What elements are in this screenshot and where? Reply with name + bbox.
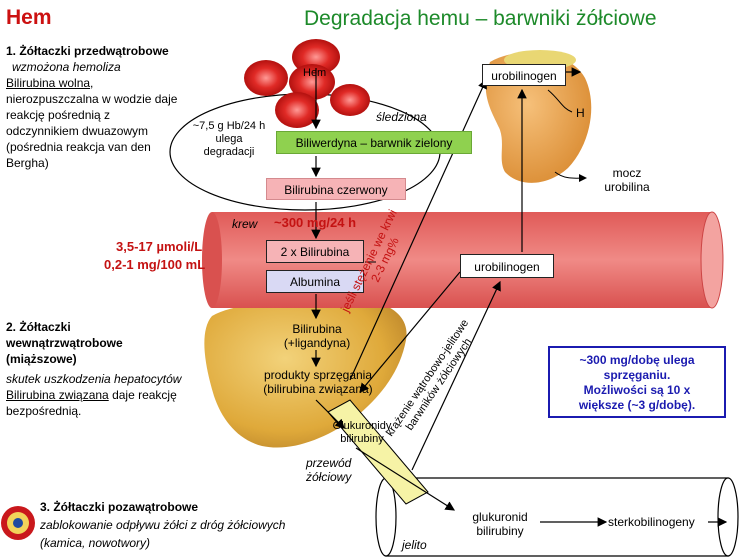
section1-line2: nierozpuszczalna w wodzie daje bbox=[6, 92, 178, 106]
label-spleen: śledziona bbox=[376, 110, 427, 124]
label-intestine: jelito bbox=[402, 538, 427, 552]
conjugation-capacity-note: ~300 mg/dobę ulega sprzęganiu. Możliwośc… bbox=[548, 346, 726, 418]
bilirubin-red-box: Bilirubina czerwony bbox=[266, 178, 406, 200]
label-urine: mocz urobilina bbox=[592, 166, 662, 194]
label-hb-1: ~7,5 g Hb/24 h bbox=[192, 120, 266, 132]
label-bile-duct: przewód żółciowy bbox=[306, 456, 351, 484]
page-title: Degradacja hemu – barwniki żółciowe bbox=[304, 7, 657, 30]
urobilinogen-top-box: urobilinogen bbox=[482, 64, 566, 86]
section1-line6: Bergha) bbox=[6, 156, 49, 170]
label-hem: Hem bbox=[303, 67, 327, 79]
section1-cause: wzmożona hemoliza bbox=[12, 60, 121, 74]
label-bile-duct-1: przewód bbox=[306, 456, 352, 470]
note-line-2: sprzęganiu. bbox=[603, 368, 671, 382]
section1-line3: reakcję pośrednią z bbox=[6, 108, 111, 122]
section1-line1: Bilirubina wolna, bbox=[6, 76, 93, 90]
section2-line1-underlined: Bilirubina związana bbox=[6, 388, 109, 402]
red-blood-cell bbox=[244, 60, 288, 96]
label-intestine-glucuronide-1: glukuronid bbox=[472, 510, 528, 524]
label-blood: krew bbox=[232, 217, 258, 231]
red-blood-cell bbox=[330, 84, 370, 116]
label-liver-bilirubin-2: (+ligandyna) bbox=[283, 336, 351, 350]
label-conc-1: 3,5-17 µmoli/L bbox=[116, 239, 203, 254]
label-hb-degradation: ~7,5 g Hb/24 h ulega degradacji bbox=[180, 120, 278, 159]
bilirubin-2x-box: 2 x Bilirubina bbox=[266, 240, 364, 263]
label-liver-bilirubin-1: Bilirubina bbox=[292, 322, 342, 336]
section3-line2: (kamica, nowotwory) bbox=[40, 536, 151, 550]
urobilinogen-mid-box: urobilinogen bbox=[460, 254, 554, 278]
label-hb-2: ulega bbox=[215, 133, 243, 145]
title-hem: Hem bbox=[6, 6, 52, 29]
label-conjugation-2: (bilirubina związana) bbox=[263, 382, 373, 396]
section1-line4: odczynnikiem dwuazowym bbox=[6, 124, 149, 138]
albumin-box: Albumina bbox=[266, 270, 364, 293]
note-line-1: ~300 mg/dobę ulega bbox=[579, 353, 695, 367]
section1-line1-rest: , bbox=[90, 76, 94, 90]
biliverdin-box: Biliwerdyna – barwnik zielony bbox=[276, 131, 472, 154]
label-bile-duct-2: żółciowy bbox=[306, 470, 352, 484]
label-urine-1: mocz bbox=[612, 166, 642, 180]
section3-title: 3. Żółtaczki pozawątrobowe bbox=[40, 500, 199, 514]
label-intestine-glucuronide: glukuronid bilirubiny bbox=[460, 510, 540, 538]
section2-line1-rest: daje reakcję bbox=[108, 388, 177, 402]
section2-line2: bezpośrednią. bbox=[6, 404, 82, 418]
section1-line5: (pośrednia reakcja van den bbox=[6, 140, 151, 154]
red-blood-cell bbox=[289, 64, 335, 100]
label-urine-2: urobilina bbox=[604, 180, 650, 194]
label-glucuronides: Glukuronidy bilirubiny bbox=[322, 420, 402, 446]
label-conc-2: 0,2-1 mg/100 mL bbox=[104, 257, 206, 272]
label-conjugation-1: produkty sprzęgania bbox=[263, 368, 373, 382]
label-glucuronides-2: bilirubiny bbox=[340, 433, 384, 445]
section1-line1-underlined: Bilirubina wolna bbox=[6, 76, 91, 90]
section2-title-2: wewnątrzwątrobowe bbox=[6, 336, 123, 350]
section2-title-1: 2. Żółtaczki bbox=[6, 320, 71, 334]
section2-cause: skutek uszkodzenia hepatocytów bbox=[6, 372, 182, 386]
label-stercobilinogens: sterkobilinogeny bbox=[608, 515, 695, 529]
note-line-4: większe (~3 g/dobę). bbox=[578, 398, 696, 412]
section2-title-3: (miąższowe) bbox=[6, 352, 77, 366]
section3-line1: zablokowanie odpływu żółci z dróg żółcio… bbox=[40, 518, 286, 532]
label-liver-bilirubin: Bilirubina (+ligandyna) bbox=[272, 322, 362, 350]
section1-title: 1. Żółtaczki przedwątrobowe bbox=[6, 44, 169, 58]
label-kidney-h: H bbox=[576, 106, 585, 120]
section2-line1: Bilirubina związana daje reakcję bbox=[6, 388, 177, 402]
note-line-3: Możliwości są 10 x bbox=[583, 383, 691, 397]
label-glucuronides-1: Glukuronidy bbox=[332, 420, 392, 432]
label-conjugation-products: produkty sprzęgania (bilirubina związana… bbox=[248, 368, 388, 396]
label-hb-3: degradacji bbox=[203, 146, 255, 158]
label-rate: ~300 mg/24 h bbox=[274, 215, 357, 230]
label-intestine-glucuronide-2: bilirubiny bbox=[476, 524, 524, 538]
red-blood-cell bbox=[275, 92, 319, 128]
